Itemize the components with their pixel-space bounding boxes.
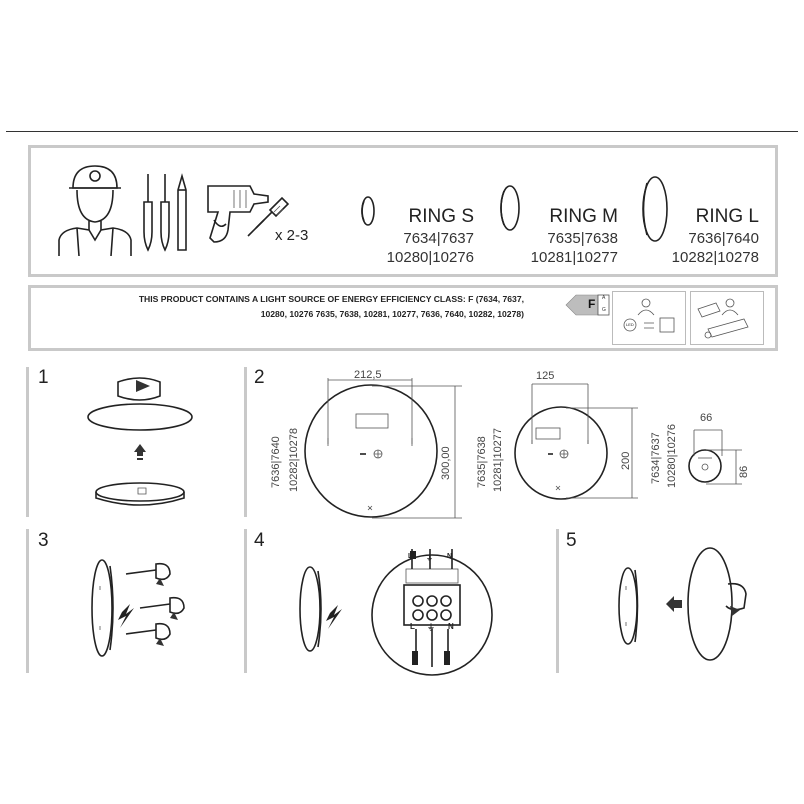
- energy-class-arrow-icon: [565, 294, 610, 316]
- energy-scale-bottom: G: [602, 307, 606, 313]
- ring-s-name: RING S: [408, 206, 474, 227]
- step-1-bar: [26, 367, 29, 517]
- small-mounting-drawing: [688, 429, 742, 485]
- medium-width-dim: 125: [536, 370, 555, 382]
- screwdrivers-pencil-icon: [143, 173, 187, 252]
- ring-l-codes-1: 7636|7640: [688, 230, 759, 247]
- terminal-block-diagram: [371, 549, 493, 676]
- medium-mounting-drawing: [514, 383, 638, 500]
- models-tools-panel: [28, 145, 778, 277]
- led-replace-icon: [623, 298, 675, 333]
- small-codes-a: 7634|7637: [650, 432, 662, 484]
- large-codes-a: 7636|7640: [270, 436, 282, 488]
- quantity-label: x 2-3: [275, 227, 309, 244]
- energy-scale-top: A: [602, 295, 606, 301]
- driver-info-box: [690, 291, 764, 345]
- ring-l-codes-2: 10282|10278: [671, 249, 759, 266]
- step-3-bar: [26, 529, 29, 673]
- ring-m-lamp-icon: [500, 185, 520, 231]
- step-3-number: 3: [38, 530, 49, 551]
- step-5-bar: [556, 529, 559, 673]
- step-4-lamp-shock-icon: [299, 566, 342, 652]
- ring-l-name: RING L: [695, 206, 759, 227]
- terminal-neutral-top: N: [447, 553, 453, 560]
- step-2-bar: [244, 367, 247, 517]
- ring-m-codes-2: 10281|10277: [530, 249, 618, 266]
- energy-notice-line2: 10280, 10276 7635, 7638, 10281, 10277, 7…: [260, 309, 524, 319]
- step-3-fixing-screws: [91, 559, 185, 657]
- ring-s-codes-1: 7634|7637: [403, 230, 474, 247]
- ring-m-codes-1: 7635|7638: [547, 230, 618, 247]
- terminal-earth-label: ⏚: [427, 623, 435, 632]
- medium-height-dim: 200: [620, 451, 632, 470]
- terminal-earth-top: ⏚: [426, 555, 433, 562]
- ring-l-lamp-icon: [642, 176, 668, 242]
- screw-plug-icon: [247, 196, 290, 237]
- terminal-live-label: L: [410, 622, 415, 631]
- large-mounting-drawing: [304, 378, 462, 519]
- led-label: LED: [626, 322, 634, 327]
- drill-icon: [207, 185, 269, 243]
- light-source-info-box: [612, 291, 686, 345]
- step-5-number: 5: [566, 530, 577, 551]
- large-width-dim: 212,5: [354, 369, 382, 381]
- energy-notice-line1: THIS PRODUCT CONTAINS A LIGHT SOURCE OF …: [138, 294, 524, 304]
- ring-m-name: RING M: [549, 206, 618, 227]
- step-2-number: 2: [254, 367, 265, 388]
- terminal-neutral-label: N: [448, 622, 454, 631]
- large-codes-b: 10282|10278: [288, 427, 300, 492]
- small-codes-b: 10280|10276: [666, 423, 678, 488]
- terminal-live-top: L: [408, 553, 413, 560]
- large-height-dim: 300,00: [440, 446, 452, 480]
- step-4-number: 4: [254, 530, 265, 551]
- step-1-number: 1: [38, 367, 49, 388]
- energy-panel: [28, 285, 778, 351]
- medium-codes-a: 7635|7638: [476, 436, 488, 488]
- step-4-bar: [244, 529, 247, 673]
- step-1-diffuser-removal: [87, 377, 193, 506]
- small-width-dim: 66: [700, 412, 713, 424]
- step-5-diffuser-refit: [618, 547, 747, 661]
- top-rule: [6, 131, 798, 132]
- ring-s-lamp-icon: [361, 196, 375, 226]
- small-height-dim: 86: [738, 465, 750, 478]
- energy-class-letter: F: [588, 297, 596, 311]
- ring-s-codes-2: 10280|10276: [386, 249, 474, 266]
- driver-replace-icon: [697, 298, 749, 339]
- installer-person-icon: [58, 165, 132, 257]
- medium-codes-b: 10281|10277: [492, 427, 504, 492]
